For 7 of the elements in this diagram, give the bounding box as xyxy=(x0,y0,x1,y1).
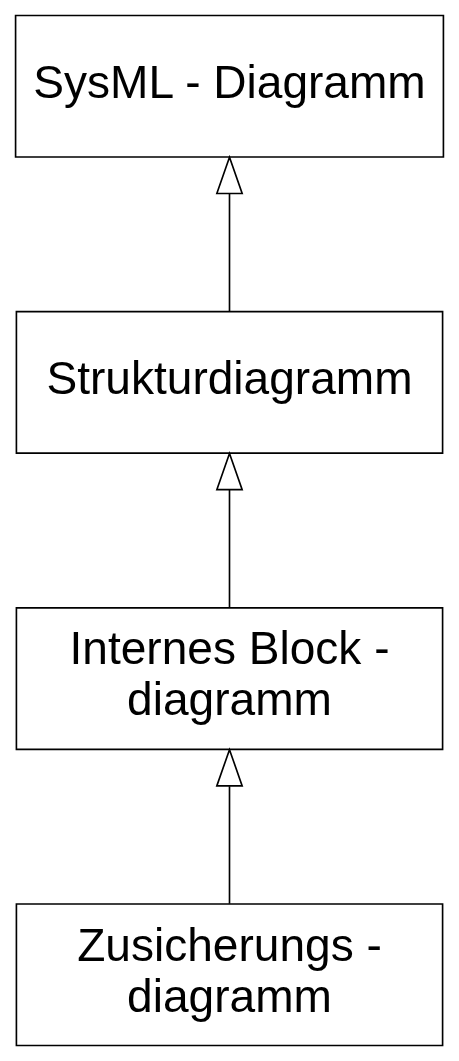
node-box: Internes Block - diagramm xyxy=(15,607,444,751)
arrow xyxy=(215,747,244,905)
node-box: Zusicherungs - diagramm xyxy=(15,903,444,1047)
node-box: Strukturdiagramm xyxy=(15,310,444,454)
arrow xyxy=(215,154,244,313)
node-box: SysML - Diagramm xyxy=(14,14,445,158)
arrow xyxy=(215,450,244,609)
